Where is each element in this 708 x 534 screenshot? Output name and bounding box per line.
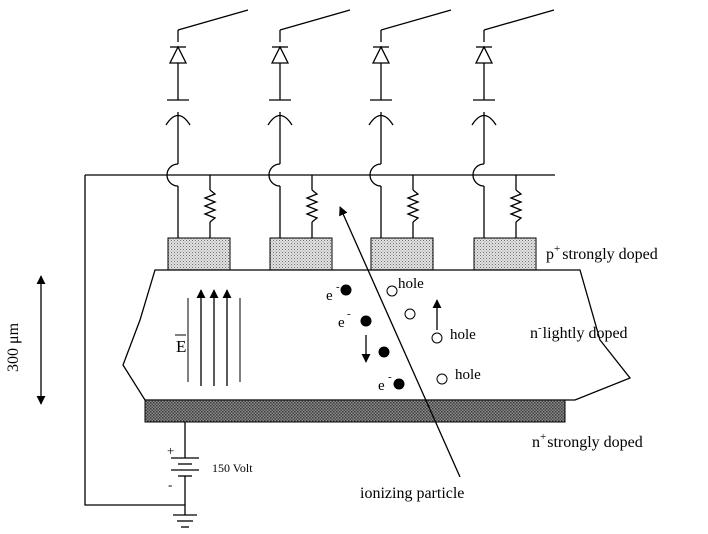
- electron-dot: [360, 315, 372, 327]
- output-line: [380, 9, 452, 31]
- wire-crossover: [166, 163, 179, 187]
- output-line: [483, 9, 555, 31]
- resistor-icon: [406, 189, 420, 223]
- hole-circle: [431, 332, 443, 344]
- n-plus-backplane: [144, 399, 566, 423]
- ionizing-particle-label: ionizing particle: [360, 485, 464, 502]
- electron-dot: [393, 378, 405, 390]
- bias-battery: [171, 422, 199, 515]
- output-line: [279, 9, 351, 31]
- diode-icon: [474, 45, 494, 64]
- thickness-label: 300 μm: [5, 322, 22, 372]
- electron-dot: [340, 284, 352, 296]
- electron-charge-sign: -: [336, 281, 340, 293]
- electron-label: e: [338, 315, 345, 331]
- battery-plus-sign: +: [167, 443, 174, 458]
- ionizing-particle-track: [339, 206, 461, 478]
- n-minus-bulk: [122, 269, 632, 401]
- readout-channels: [165, 9, 555, 271]
- resistor-icon: [305, 189, 319, 223]
- wire-crossover: [472, 163, 485, 187]
- n-plus-label: n+strongly doped: [532, 431, 643, 451]
- ground-return-wire: [84, 175, 185, 506]
- electron-dot: [378, 346, 390, 358]
- diode-icon: [270, 45, 290, 64]
- hole-circle: [436, 373, 448, 385]
- p-plus-strip: [473, 237, 537, 271]
- electron-label: e: [326, 288, 333, 304]
- p-plus-strip: [370, 237, 434, 271]
- wire-crossover: [369, 163, 382, 187]
- output-line: [177, 9, 249, 31]
- resistor-icon: [203, 189, 217, 223]
- electron-charge-sign: -: [347, 308, 351, 320]
- p-plus-label: p+strongly doped: [546, 243, 658, 263]
- efield-label: E: [176, 337, 186, 356]
- hole-label: hole: [455, 367, 481, 383]
- voltage-label: 150 Volt: [212, 461, 253, 475]
- diode-icon: [371, 45, 391, 64]
- electron-label: e: [378, 378, 385, 394]
- electron-charge-sign: -: [388, 371, 392, 383]
- electrons: e - e - e -: [326, 281, 405, 394]
- hole-circle: [404, 308, 416, 320]
- n-minus-label: n-lightly doped: [530, 322, 628, 342]
- p-plus-strip: [269, 237, 333, 271]
- hole-label: hole: [450, 327, 476, 343]
- wire-crossover: [268, 163, 281, 187]
- hole-label: hole: [398, 276, 424, 292]
- holes: hole hole hole: [386, 276, 481, 385]
- battery-minus-sign: -: [168, 477, 172, 492]
- ground-symbol: [173, 514, 197, 528]
- hole-circle: [386, 285, 398, 297]
- electric-field-arrows: [187, 289, 241, 386]
- p-plus-strip: [167, 237, 231, 271]
- resistor-icon: [509, 189, 523, 223]
- diode-icon: [168, 45, 188, 64]
